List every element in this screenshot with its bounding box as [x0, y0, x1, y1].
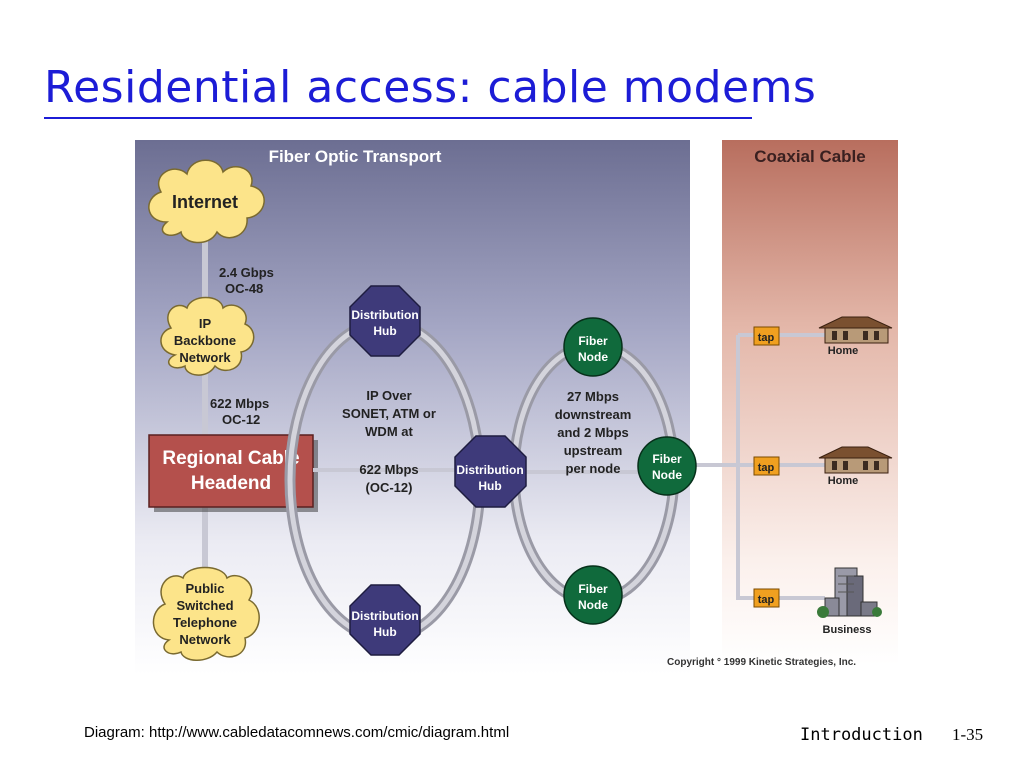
cable-network-diagram: Fiber Optic Transport Coaxial Cable Inte…	[135, 140, 905, 675]
ring-text-5: 622 Mbps	[359, 462, 418, 477]
tap-1: tap	[753, 326, 780, 346]
fiber-node-bottom: Fiber Node	[563, 565, 623, 625]
node-ring-text-3: and 2 Mbps	[557, 425, 629, 440]
ring-text-3: WDM at	[365, 424, 413, 439]
diagram-source: Diagram: http://www.cabledatacomnews.com…	[84, 724, 510, 741]
node-right-line2: Node	[652, 468, 682, 482]
slide-title: Residential access: cable modems	[44, 62, 817, 113]
ring-text-6: (OC-12)	[366, 480, 413, 495]
pstn-line4: Network	[179, 632, 231, 647]
tap-2-label: tap	[758, 462, 775, 474]
hub-right-line2: Hub	[478, 479, 501, 493]
hub-right-line1: Distribution	[456, 463, 523, 477]
title-underline	[44, 117, 752, 119]
headend-line1: Regional Cable	[162, 448, 299, 469]
node-bottom-line1: Fiber	[578, 582, 608, 596]
pstn-line2: Switched	[176, 598, 233, 613]
link-speed-1: 2.4 Gbps	[219, 265, 274, 280]
hub-bottom-line2: Hub	[373, 625, 396, 639]
home-2-label: Home	[828, 475, 859, 487]
ip-backbone-line1: IP	[199, 316, 212, 331]
node-ring-text-2: downstream	[555, 407, 632, 422]
hub-top-line1: Distribution	[351, 308, 418, 322]
distribution-hub-right: Distribution Hub	[454, 435, 527, 508]
hub-bottom-line1: Distribution	[351, 609, 418, 623]
copyright: Copyright ° 1999 Kinetic Strategies, Inc…	[667, 657, 856, 668]
node-ring-text-1: 27 Mbps	[567, 389, 619, 404]
internet-label: Internet	[172, 192, 238, 212]
hub-top-line2: Hub	[373, 324, 396, 338]
fiber-header: Fiber Optic Transport	[269, 147, 442, 166]
ring-text-1: IP Over	[366, 388, 411, 403]
tap-1-label: tap	[758, 332, 775, 344]
node-right-line1: Fiber	[652, 452, 682, 466]
link-speed-2: 622 Mbps	[210, 396, 269, 411]
link-type-1: OC-48	[225, 281, 263, 296]
section-name: Introduction	[800, 725, 923, 745]
link-type-2: OC-12	[222, 412, 260, 427]
tap-3-label: tap	[758, 594, 775, 606]
node-ring-text-5: per node	[566, 461, 621, 476]
ip-backbone-line3: Network	[179, 350, 231, 365]
internet-cloud: Internet	[148, 159, 265, 244]
distribution-hub-top: Distribution Hub	[349, 285, 421, 357]
distribution-hub-bottom: Distribution Hub	[349, 584, 421, 656]
fiber-node-top: Fiber Node	[563, 317, 623, 377]
node-top-line1: Fiber	[578, 334, 608, 348]
tap-3: tap	[753, 588, 780, 608]
fiber-node-right: Fiber Node	[637, 436, 697, 496]
node-bottom-line2: Node	[578, 598, 608, 612]
pstn-line1: Public	[185, 581, 224, 596]
business-building-icon	[817, 567, 882, 618]
tap-2: tap	[753, 456, 780, 476]
home-2-icon	[818, 446, 893, 474]
ip-backbone-line2: Backbone	[174, 333, 236, 348]
node-ring-text-4: upstream	[564, 443, 623, 458]
ip-backbone-cloud: IP Backbone Network	[160, 296, 255, 376]
coax-header: Coaxial Cable	[754, 147, 866, 166]
page-number: 1-35	[952, 725, 984, 744]
business-label: Business	[823, 624, 872, 636]
home-1-icon	[818, 316, 893, 344]
pstn-line3: Telephone	[173, 615, 237, 630]
headend-line2: Headend	[191, 473, 271, 494]
pstn-cloud: Public Switched Telephone Network	[152, 566, 260, 661]
node-top-line2: Node	[578, 350, 608, 364]
home-1-label: Home	[828, 345, 859, 357]
coaxial-cable-panel	[722, 140, 898, 665]
ring-text-2: SONET, ATM or	[342, 406, 436, 421]
